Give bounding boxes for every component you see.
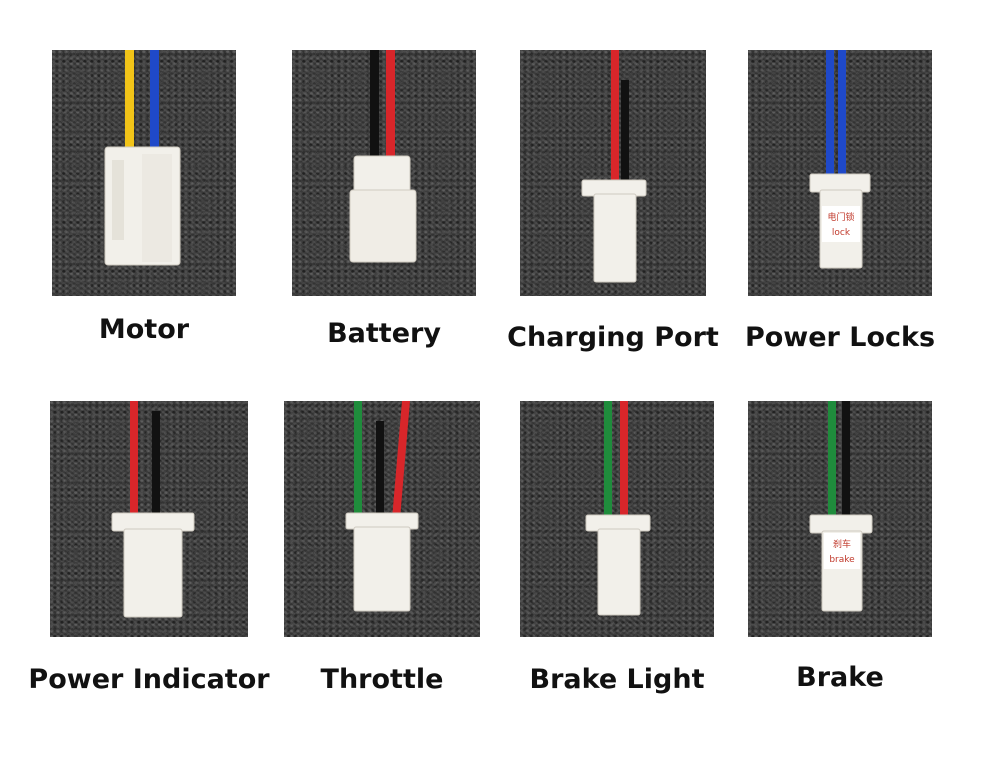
battery-connector-image xyxy=(349,50,417,263)
power-locks-connector-image: 电门锁 lock xyxy=(809,50,871,269)
label-brake: Brake xyxy=(796,662,884,693)
label-power-indicator: Power Indicator xyxy=(28,664,270,695)
brake-connector-image: 刹车 brake xyxy=(809,401,873,612)
power-indicator-connector-photo xyxy=(50,401,248,637)
label-motor: Motor xyxy=(98,314,190,345)
charging-port-connector-photo xyxy=(520,50,706,296)
power-indicator-connector-image xyxy=(111,401,195,618)
label-charging-port: Charging Port xyxy=(507,322,719,353)
brake-light-connector-photo xyxy=(520,401,714,637)
label-throttle: Throttle xyxy=(320,664,444,695)
brake-light-connector-image xyxy=(585,401,651,616)
motor-connector-photo xyxy=(52,50,236,296)
battery-connector-photo xyxy=(292,50,476,296)
power-locks-connector-photo: 电门锁 lock xyxy=(748,50,932,296)
charging-port-connector-image xyxy=(581,50,647,283)
throttle-connector-photo xyxy=(284,401,480,637)
power-locks-sticker-cn: 电门锁 xyxy=(827,211,854,223)
power-locks-sticker-en: lock xyxy=(832,228,851,238)
label-power-locks: Power Locks xyxy=(744,322,936,353)
label-brake-light: Brake Light xyxy=(529,664,705,695)
brake-sticker-cn: 刹车 xyxy=(833,538,851,550)
throttle-connector-image xyxy=(345,401,419,612)
label-battery: Battery xyxy=(327,318,441,349)
brake-connector-photo: 刹车 brake xyxy=(748,401,932,637)
brake-sticker-en: brake xyxy=(829,555,855,565)
motor-connector-image xyxy=(104,50,181,266)
